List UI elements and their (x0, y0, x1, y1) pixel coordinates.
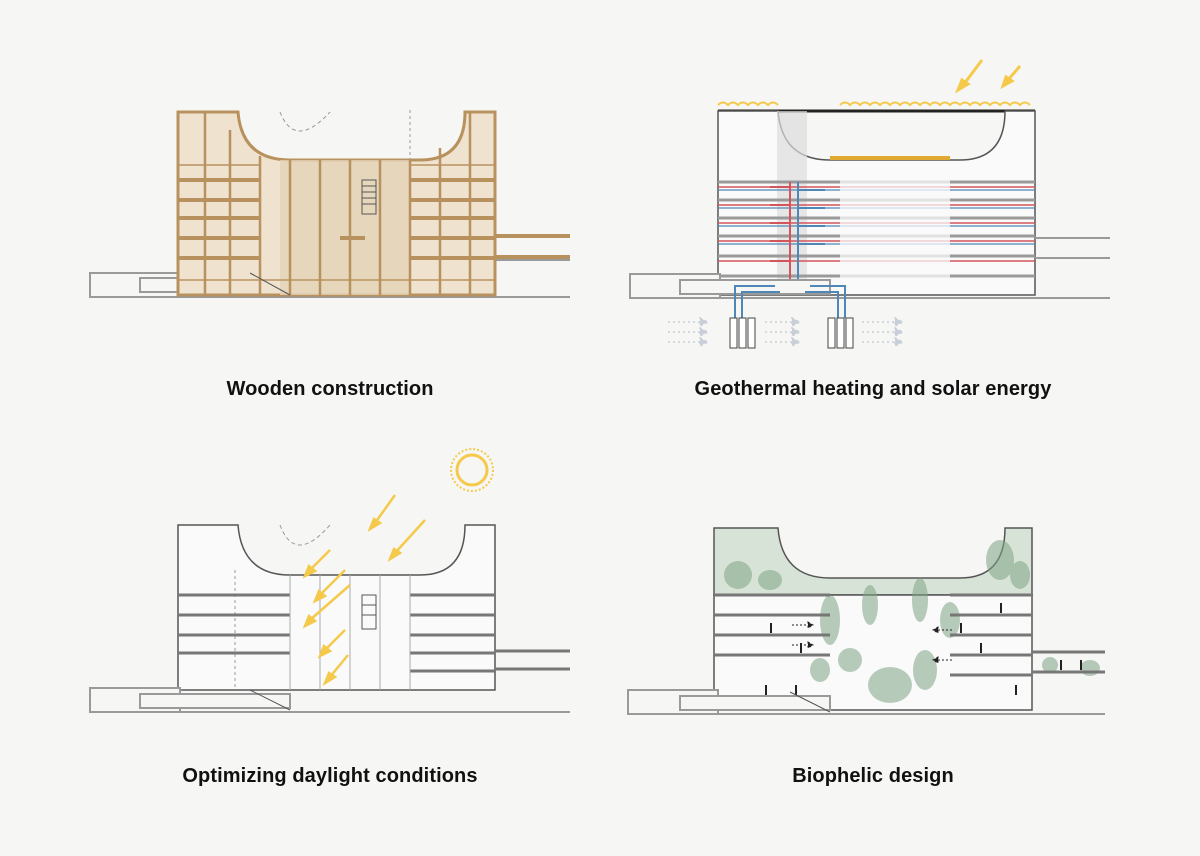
wooden-construction-diagram (89, 110, 570, 298)
biophilic-diagram (627, 527, 1105, 715)
atrium-shade (280, 160, 410, 295)
sun-ray-arrow-icon (954, 59, 1022, 94)
geothermal-probes (729, 317, 854, 349)
solar-panel-icon (717, 101, 1031, 107)
timber-columns (203, 112, 472, 295)
timber-floors (178, 178, 570, 260)
heating-floors (718, 175, 1035, 285)
atrium-stair (249, 179, 377, 296)
caption-daylight: Optimizing daylight conditions (182, 765, 478, 787)
caption-wooden-construction: Wooden construction (226, 378, 434, 400)
person-icon (765, 603, 1082, 695)
sun-ray-arrow-icon (302, 494, 426, 686)
geothermal-pipes (734, 285, 846, 318)
daylight-diagram (89, 448, 570, 713)
caption-biophilic: Biophelic design (792, 765, 954, 787)
geothermal-solar-diagram (629, 59, 1110, 349)
ground-heat-arrows (668, 316, 905, 348)
sun-icon (450, 448, 494, 492)
caption-geothermal-solar: Geothermal heating and solar energy (694, 378, 1052, 400)
vegetation (724, 540, 1100, 703)
